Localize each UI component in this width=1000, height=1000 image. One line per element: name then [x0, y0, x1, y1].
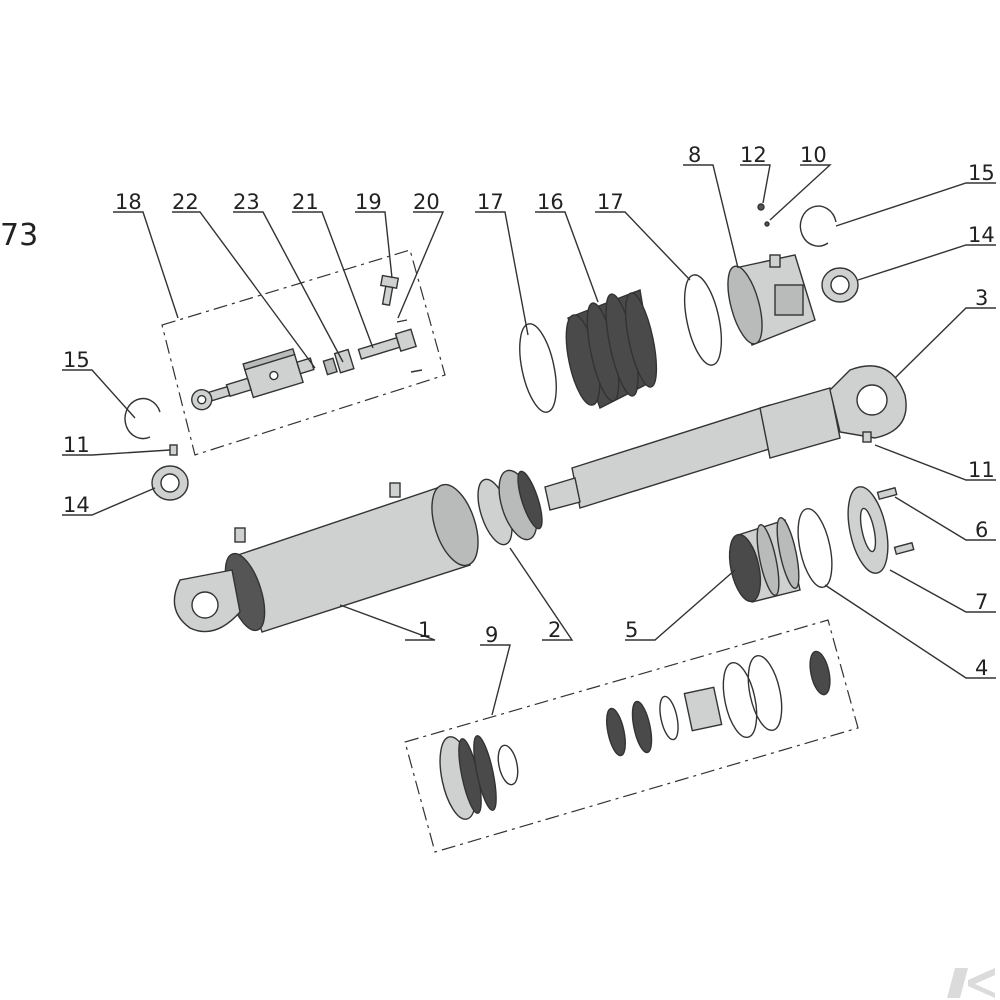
piston-5	[728, 517, 801, 603]
label-3: 3	[975, 286, 988, 310]
screws-6	[876, 486, 915, 556]
kit-box-18	[161, 249, 446, 456]
label-16: 16	[537, 190, 564, 214]
label-7: 7	[975, 590, 988, 614]
part-12	[757, 203, 765, 211]
leader-lines	[62, 164, 996, 716]
washer-7	[847, 486, 889, 574]
label-8: 8	[688, 143, 701, 167]
circlip-15a	[124, 397, 161, 440]
cylinder-barrel	[173, 482, 479, 633]
oring-4	[797, 508, 833, 588]
label-4: 4	[975, 656, 988, 680]
part-10	[764, 221, 770, 227]
page-code: 73	[0, 218, 38, 253]
label-15a: 15	[63, 348, 90, 372]
label-5: 5	[625, 618, 638, 642]
nipple-11a	[169, 444, 178, 456]
part-labels: 18 22 23 21 19 20 17 16 17 8 12 10 15 14…	[63, 143, 995, 680]
gland-2	[477, 469, 543, 546]
label-2: 2	[548, 618, 561, 642]
label-14b: 14	[968, 223, 995, 247]
label-20: 20	[413, 190, 440, 214]
label-23: 23	[233, 190, 260, 214]
head-8	[727, 254, 816, 346]
label-1: 1	[418, 618, 431, 642]
label-10: 10	[800, 143, 827, 167]
label-6: 6	[975, 518, 988, 542]
label-9: 9	[485, 623, 498, 647]
label-11a: 11	[63, 433, 90, 457]
label-21: 21	[292, 190, 319, 214]
label-22: 22	[172, 190, 199, 214]
valve-assembly	[191, 274, 423, 411]
label-18: 18	[115, 190, 142, 214]
label-17a: 17	[477, 190, 504, 214]
label-17b: 17	[597, 190, 624, 214]
bushing-14a	[151, 465, 189, 501]
bushing-14b	[821, 267, 859, 303]
label-14a: 14	[63, 493, 90, 517]
brand-logo-icon	[947, 968, 995, 998]
bellows-16	[565, 289, 658, 409]
piston-rod	[544, 365, 907, 511]
label-15b: 15	[968, 161, 995, 185]
circlip-15b	[799, 205, 837, 247]
label-11b: 11	[968, 458, 995, 482]
clamp-17a	[519, 323, 557, 413]
clamp-17b	[683, 274, 723, 366]
label-19: 19	[355, 190, 382, 214]
seal-kit-box-9	[404, 619, 859, 853]
label-12: 12	[740, 143, 767, 167]
